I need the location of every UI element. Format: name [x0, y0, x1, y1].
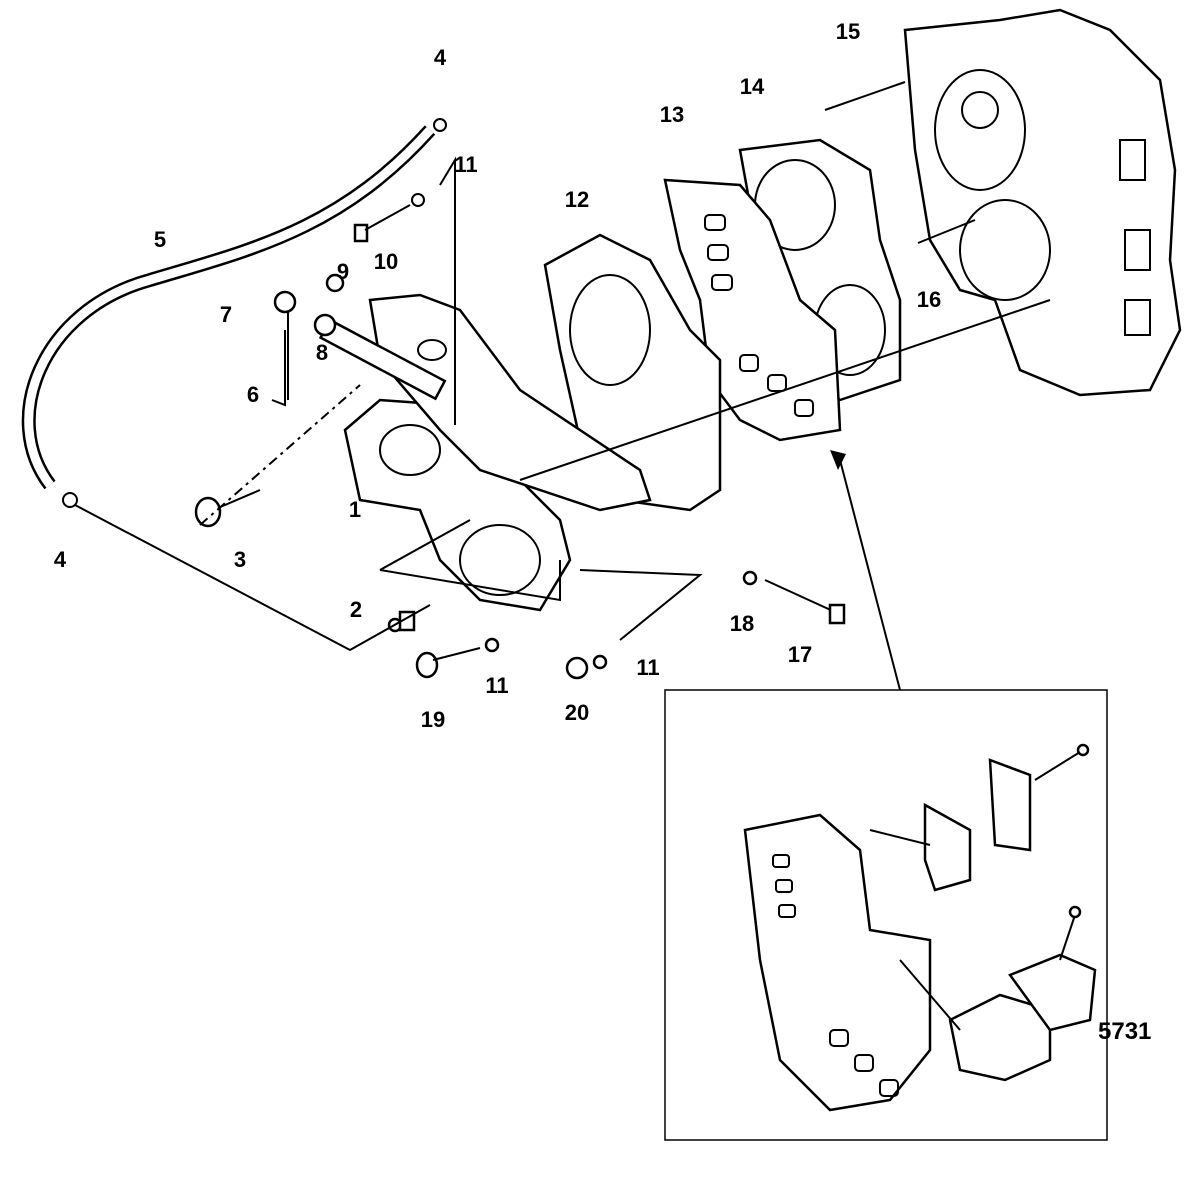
callout-14: 14 — [739, 74, 765, 99]
callout-6: 6 — [246, 382, 260, 407]
callout-13: 13 — [659, 102, 685, 127]
figure-code: 5731 — [1098, 1018, 1152, 1045]
callout-3: 3 — [233, 547, 247, 572]
detail-inset — [664, 689, 1108, 1141]
callout-11-lower: 11 — [485, 673, 509, 698]
callout-16: 16 — [916, 287, 942, 312]
callout-18: 18 — [729, 611, 755, 636]
callout-9: 9 — [336, 259, 350, 284]
callout-7: 7 — [219, 302, 233, 327]
callout-11-right: 11 — [636, 655, 660, 680]
callout-5: 5 — [153, 227, 167, 252]
callout-1: 1 — [348, 497, 362, 522]
crankcase-part — [903, 8, 1182, 397]
inset-reed-plate — [743, 743, 1097, 1112]
callout-2: 2 — [349, 597, 363, 622]
reed-plate-13 — [663, 178, 842, 442]
callout-10: 10 — [373, 249, 399, 274]
callout-4-lower: 4 — [53, 547, 67, 572]
callout-8: 8 — [315, 340, 329, 365]
callout-17: 17 — [787, 642, 813, 667]
intake-manifold-part — [318, 293, 652, 612]
callout-20: 20 — [564, 700, 590, 725]
callout-15: 15 — [835, 19, 861, 44]
callout-12: 12 — [564, 187, 590, 212]
callout-19: 19 — [420, 707, 446, 732]
callout-4: 4 — [433, 45, 447, 70]
callout-11: 11 — [454, 152, 478, 177]
